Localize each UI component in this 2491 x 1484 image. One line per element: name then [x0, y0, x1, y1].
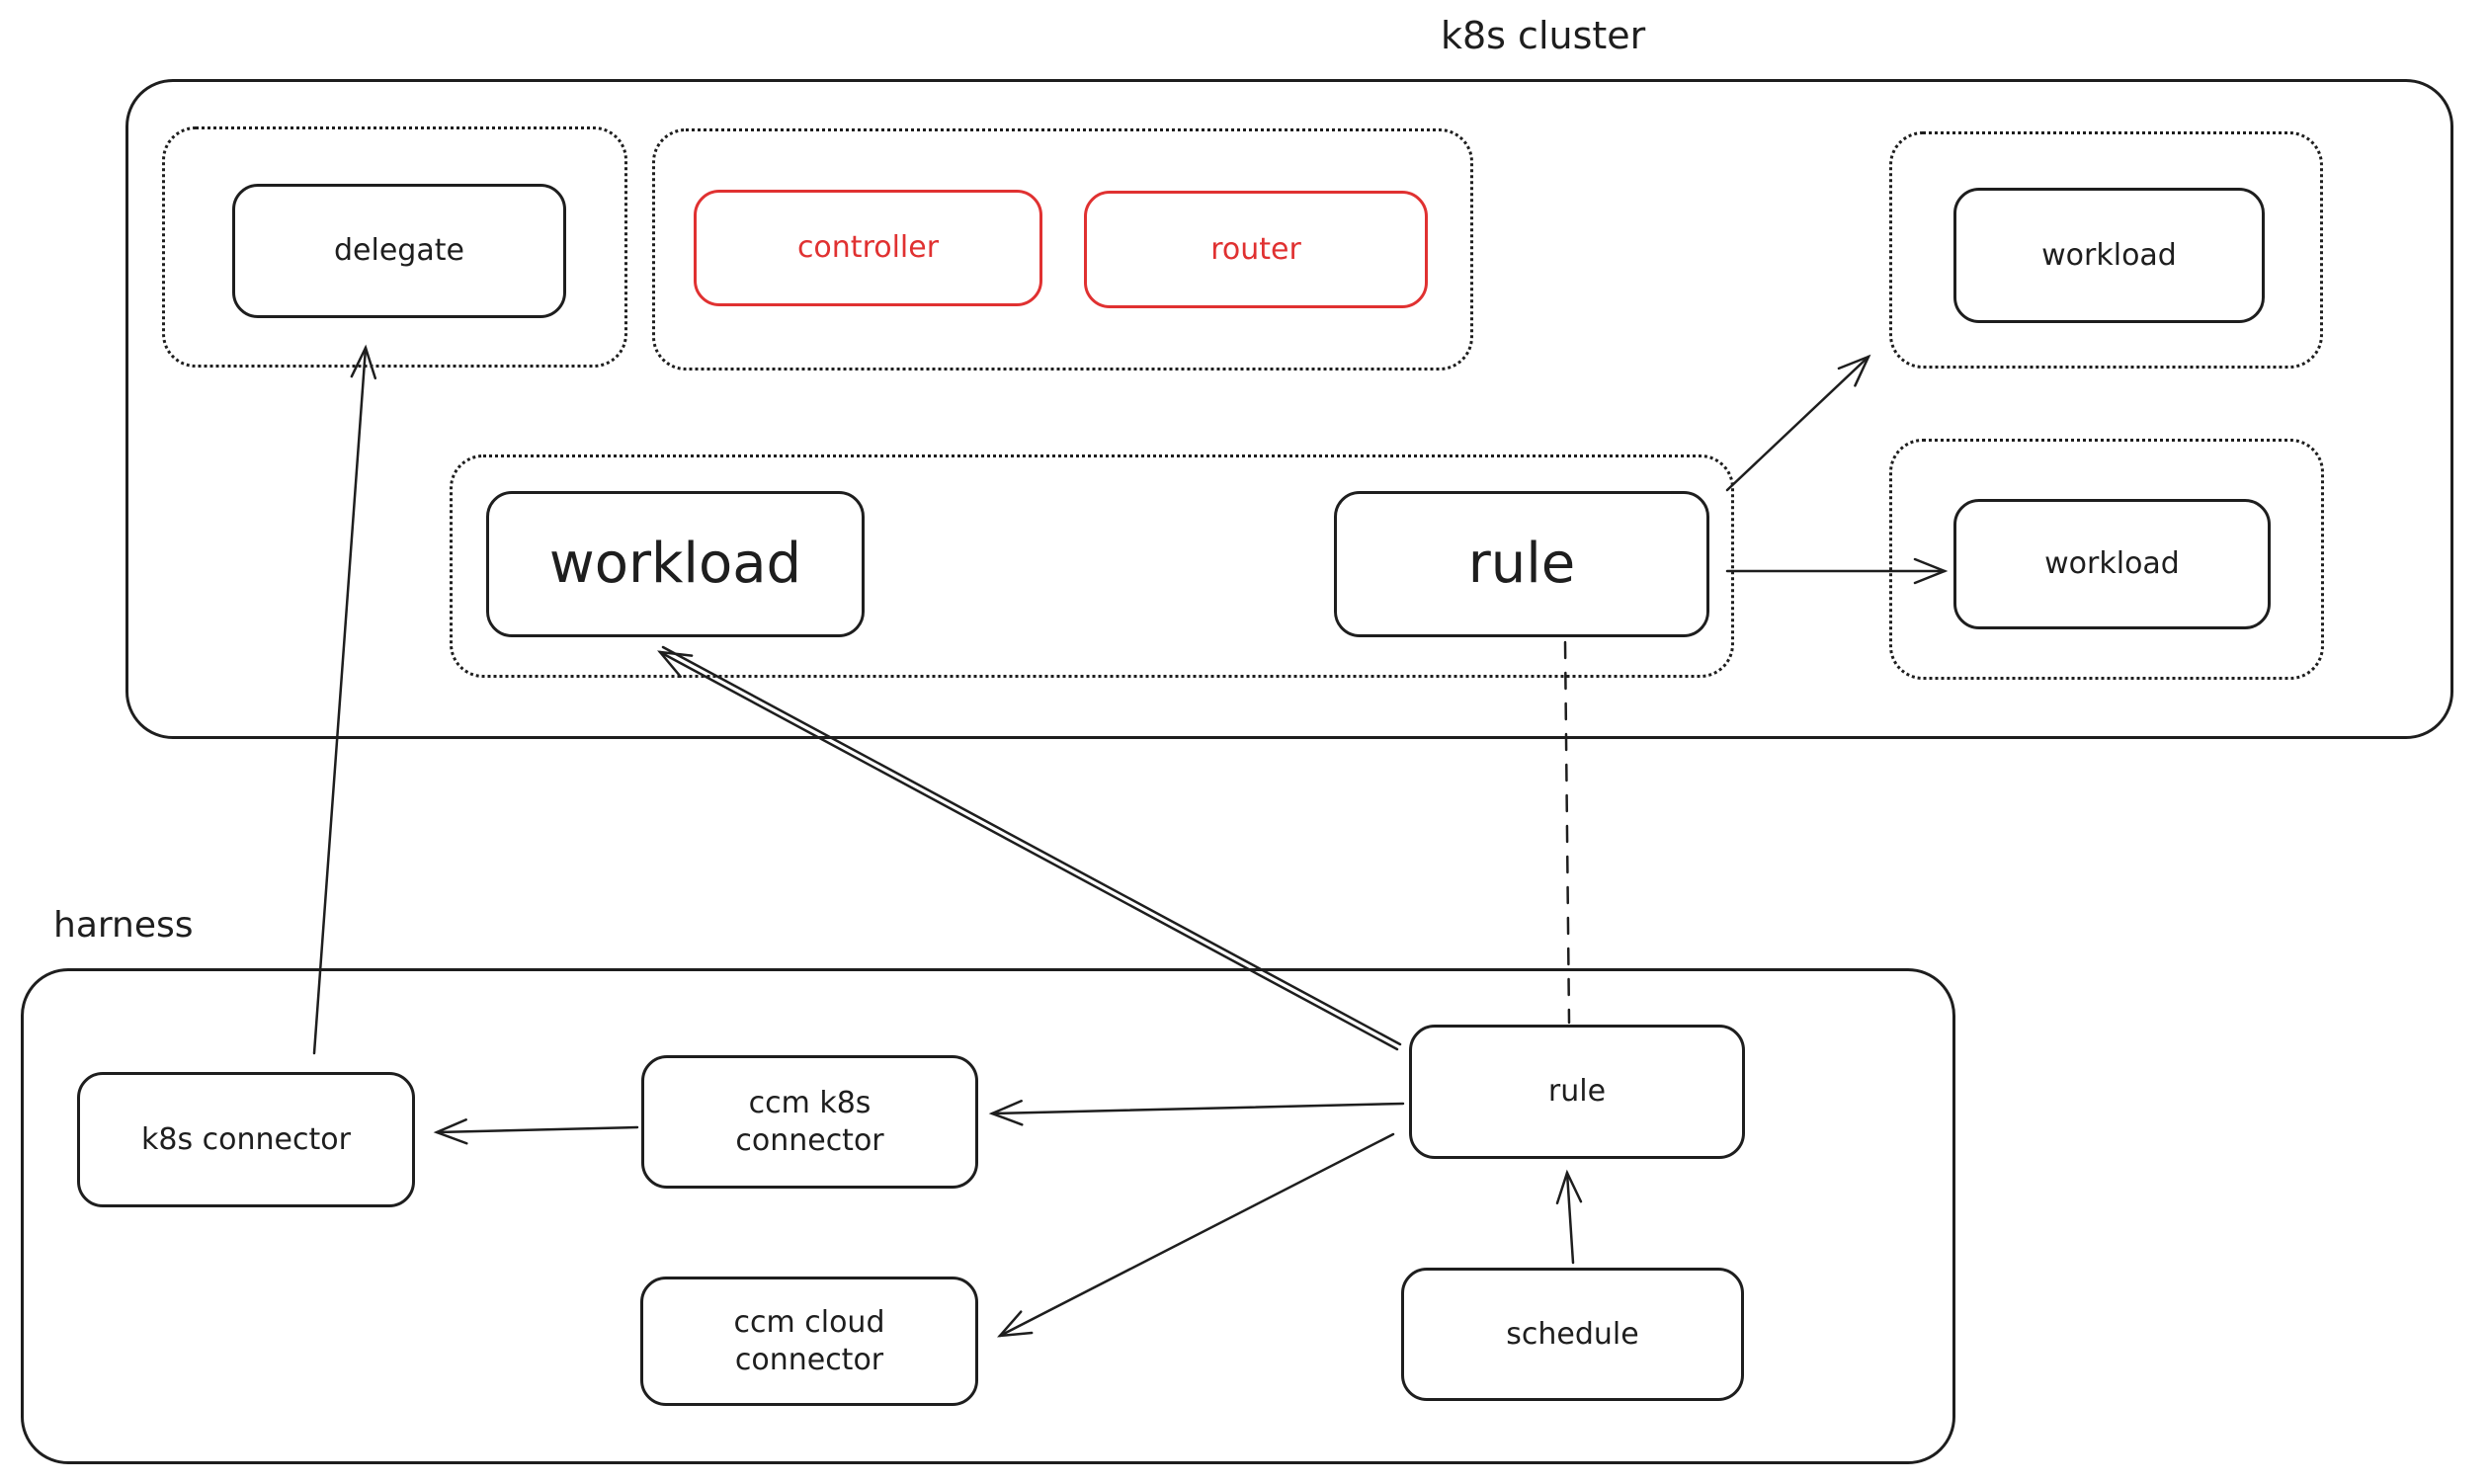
rule-cluster-node-label: rule: [1467, 532, 1576, 596]
rule-harness-node: rule: [1409, 1025, 1745, 1159]
delegate-node: delegate: [232, 184, 566, 318]
harness-label: harness: [53, 905, 194, 946]
router-node-label: router: [1210, 231, 1301, 267]
workload-mid-node: workload: [1953, 499, 2271, 629]
workload-top-node-label: workload: [2041, 237, 2177, 273]
workload-main-node: workload: [486, 491, 865, 637]
rule-harness-node-label: rule: [1547, 1074, 1607, 1110]
k8s-connector-node: k8s connector: [77, 1072, 415, 1207]
k8s-connector-node-label: k8s connector: [141, 1121, 351, 1157]
workload-mid-node-label: workload: [2044, 546, 2180, 582]
schedule-node: schedule: [1401, 1268, 1744, 1401]
delegate-node-label: delegate: [334, 233, 464, 269]
controller-router-group-outline: [652, 128, 1473, 371]
delegate-group-outline: [162, 126, 627, 368]
schedule-node-label: schedule: [1506, 1316, 1639, 1352]
k8s-cluster-label: k8s cluster: [1441, 14, 1646, 57]
workload-mid-group-outline: [1889, 439, 2324, 680]
router-node: router: [1084, 191, 1428, 308]
workload-main-node-label: workload: [548, 532, 802, 596]
rule-cluster-node: rule: [1334, 491, 1709, 637]
controller-node-label: controller: [796, 230, 940, 266]
ccm-k8s-connector-node-label: ccm k8s connector: [735, 1086, 884, 1158]
ccm-cloud-connector-node: ccm cloud connector: [640, 1277, 978, 1406]
controller-node: controller: [694, 190, 1042, 306]
workload-top-group-outline: [1889, 131, 2323, 369]
ccm-k8s-connector-node: ccm k8s connector: [641, 1055, 978, 1189]
workload-top-node: workload: [1953, 188, 2265, 323]
ccm-cloud-connector-node-label: ccm cloud connector: [733, 1305, 885, 1377]
